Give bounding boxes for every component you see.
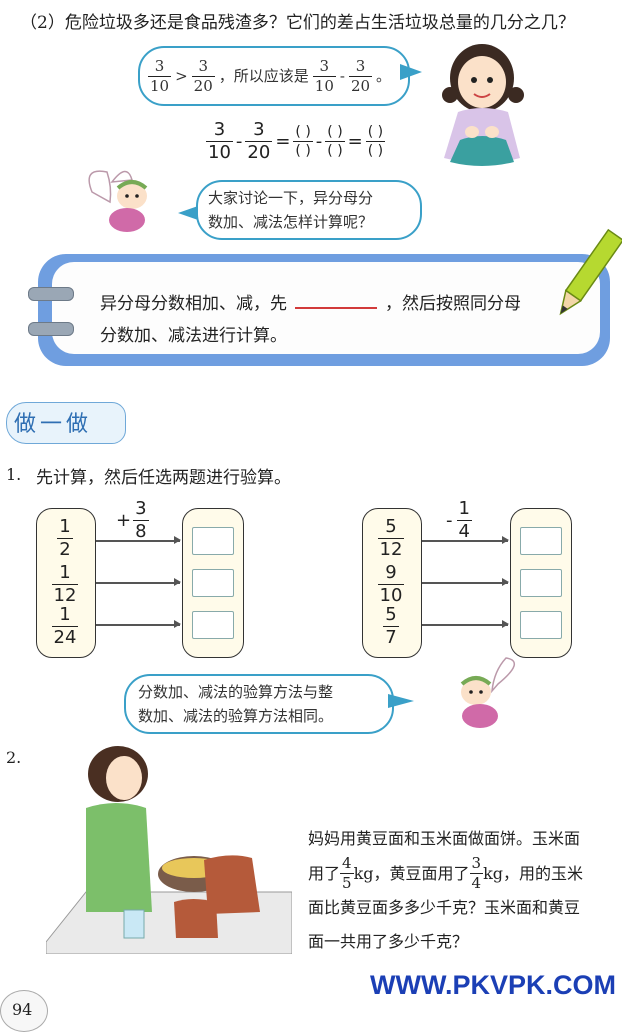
blank-fraction[interactable]: ( )( )	[293, 123, 313, 159]
left-input-column	[36, 508, 96, 658]
question-2-text: （2）危险垃圾多还是食品残渣多？它们的差占生活垃圾总量的几分之几？	[20, 13, 575, 33]
watermark: WWW.PKVPK.COM	[370, 970, 616, 1000]
bubble-tail	[178, 206, 198, 220]
right-input-column	[362, 508, 422, 658]
exercise-2-number: 2.	[6, 748, 22, 767]
tip-speech-bubble	[124, 674, 394, 734]
blank-fraction[interactable]: ( )( )	[365, 123, 386, 159]
binder-ring	[28, 322, 74, 336]
arrow	[422, 579, 509, 585]
answer-box[interactable]	[192, 611, 234, 639]
arrow	[96, 621, 181, 627]
bubble-tail	[388, 694, 414, 708]
angel-illustration	[460, 657, 515, 728]
answer-box[interactable]	[192, 569, 234, 597]
section-title: 做一做	[14, 412, 93, 437]
bubble-tail	[400, 64, 422, 80]
page-number: 94	[12, 1000, 33, 1019]
girl-illustration	[442, 44, 524, 166]
angel-illustration	[88, 170, 148, 232]
exercise-1-number: 1.	[6, 465, 22, 484]
tip-bubble-text: 分数加、减法的验算方法与整 数加、减法的验算方法相同。	[138, 683, 334, 725]
answer-box[interactable]	[520, 569, 562, 597]
answer-box[interactable]	[192, 527, 234, 555]
arrow	[96, 537, 181, 543]
fill-blank[interactable]	[295, 289, 377, 309]
rule-text: 异分母分数相加、减，先，然后按照同分母 分数加、减法进行计算。	[100, 288, 521, 352]
arrow	[422, 621, 509, 627]
arrow	[422, 537, 509, 543]
blank-fraction[interactable]: ( )( )	[325, 123, 345, 159]
arrow	[96, 579, 181, 585]
angel-speech-bubble	[196, 180, 422, 240]
binder-ring	[28, 287, 74, 301]
mother-cooking-illustration	[46, 746, 292, 954]
page-number-badge	[0, 990, 48, 1032]
answer-box[interactable]	[520, 527, 562, 555]
section-header	[6, 402, 126, 444]
pencil-illustration	[559, 228, 622, 316]
answer-box[interactable]	[520, 611, 562, 639]
exercise-1-text: 先计算，然后任选两题进行验算。	[36, 468, 291, 488]
angel-bubble-text: 大家讨论一下，异分母分 数加、减法怎样计算呢？	[208, 189, 374, 231]
